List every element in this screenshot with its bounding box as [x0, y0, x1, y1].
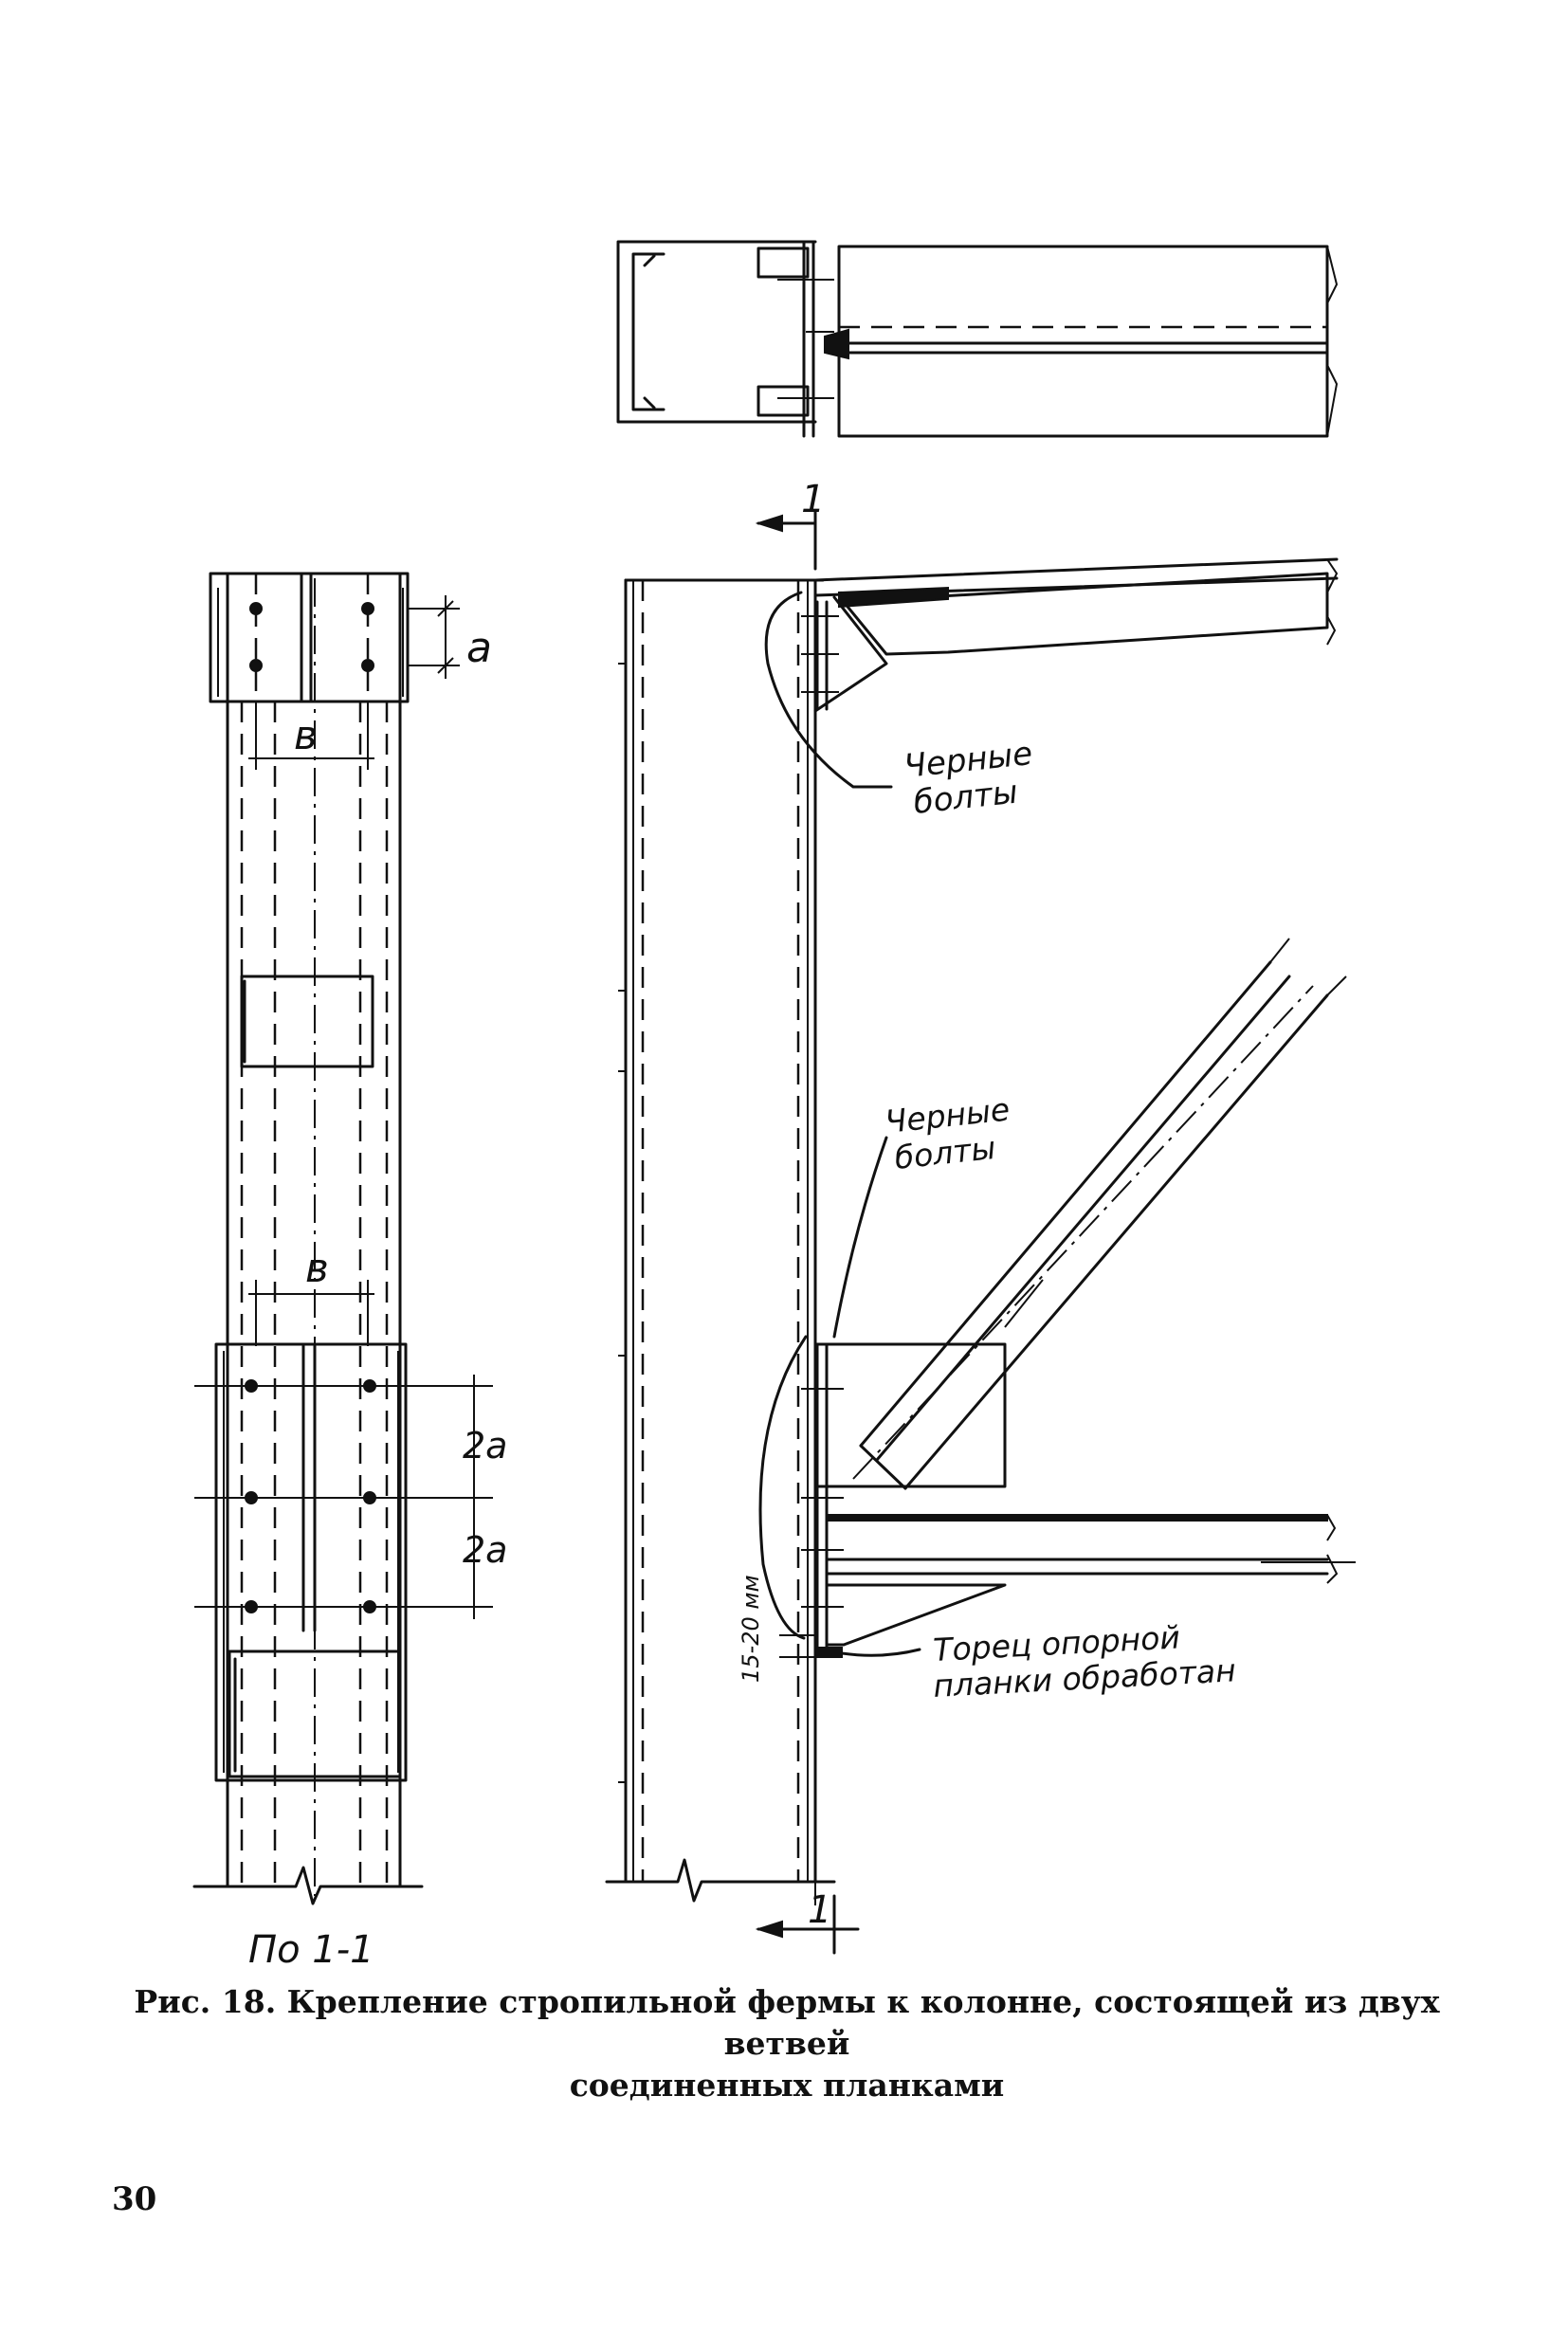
dim-2a-lower-label: 2a [463, 1529, 507, 1571]
page-number: 30 [112, 2180, 157, 2218]
section-mark-bottom-label: 1 [808, 1888, 831, 1932]
section-view-label: По 1-1 [248, 1928, 374, 1972]
elevation-view [605, 510, 1356, 1955]
section-view [192, 572, 493, 1905]
section-mark-top-label: 1 [801, 478, 825, 521]
caption-line-2: соединенных планками [569, 2067, 1005, 2104]
top-plan-view [616, 240, 1339, 438]
dim-b-top-label: в [294, 712, 318, 758]
dim-b-lower-label: в [305, 1245, 329, 1291]
dim-2a-upper-label: 2a [463, 1425, 507, 1467]
dim-a-label: a [466, 624, 492, 672]
figure-caption: Рис. 18. Крепление стропильной фермы к к… [114, 1981, 1460, 2106]
caption-line-1: Рис. 18. Крепление стропильной фермы к к… [134, 1983, 1440, 2062]
gap-dimension-label: 15-20 мм [738, 1575, 764, 1683]
